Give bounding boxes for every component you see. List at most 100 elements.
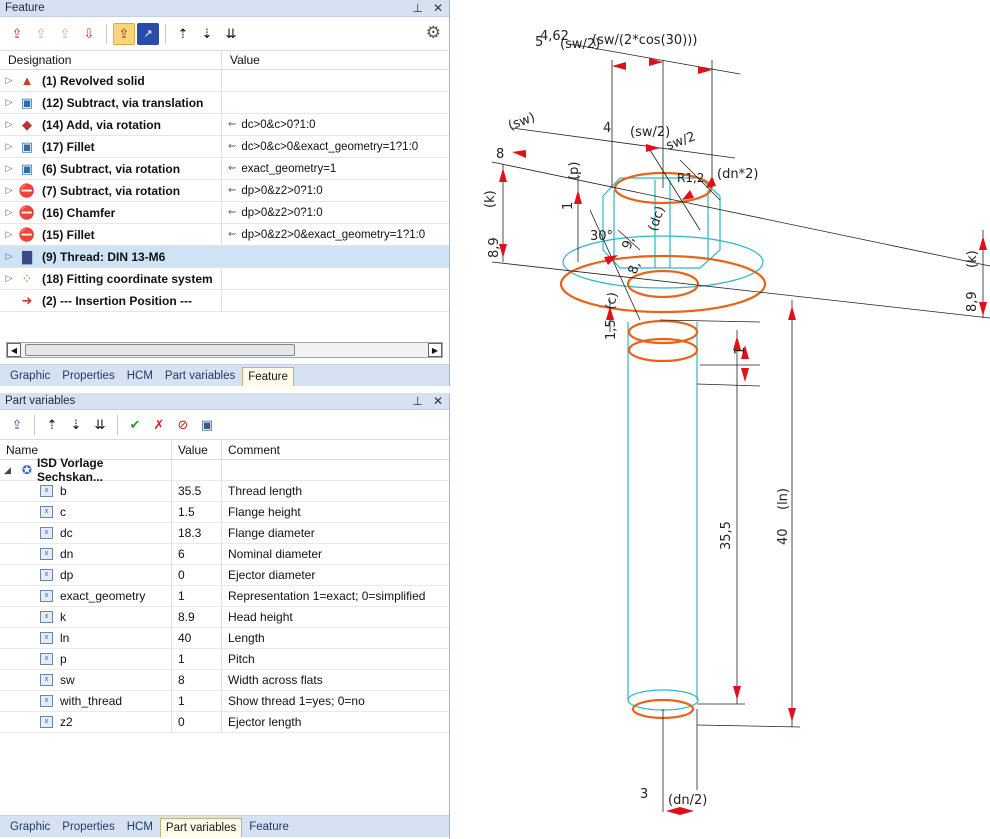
sort-number-icon[interactable]: ⇣ xyxy=(70,416,82,432)
feature-row[interactable]: ➜(2) --- Insertion Position --- xyxy=(0,290,449,312)
feature-row[interactable]: ▷◆(14) Add, via rotation⇜dc>0&c>0?1:0 xyxy=(0,114,449,136)
variable-comment[interactable]: Flange height xyxy=(228,505,301,519)
tab-hcm[interactable]: HCM xyxy=(126,370,153,382)
scroll-left-icon[interactable]: ◀ xyxy=(7,343,21,357)
technical-drawing[interactable]: 4,62 (sw/(2*cos(30))) 5 (sw/2) (sw) 4 (s… xyxy=(451,0,990,839)
variable-value[interactable]: 1 xyxy=(178,652,185,666)
feature-row[interactable]: ▷⛔(15) Fillet⇜dp>0&z2>0&exact_geometry=1… xyxy=(0,224,449,246)
tab-part-variables[interactable]: Part variables xyxy=(164,370,236,382)
sort-down-icon[interactable]: ⇊ xyxy=(94,416,106,432)
variable-value[interactable]: 8 xyxy=(178,673,185,687)
variable-value[interactable]: 40 xyxy=(178,631,192,645)
feature-recalc-icon[interactable]: ⇪ xyxy=(113,22,135,45)
feature-export-icon[interactable]: ⇪ xyxy=(11,25,23,41)
variable-value[interactable]: 8.9 xyxy=(178,610,195,624)
sort-up-icon[interactable]: ⇡ xyxy=(46,416,58,432)
feature-export-disabled-icon-2[interactable]: ⇪ xyxy=(59,25,71,41)
close-icon[interactable]: ✕ xyxy=(432,394,443,408)
variable-comment[interactable]: Flange diameter xyxy=(228,526,315,540)
pin-icon[interactable]: ⊥ xyxy=(412,394,423,408)
tab-hcm[interactable]: HCM xyxy=(126,821,153,833)
variable-comment[interactable]: Nominal diameter xyxy=(228,547,323,561)
expand-icon[interactable]: ▷ xyxy=(5,207,13,217)
feature-row[interactable]: ▷▣(12) Subtract, via translation xyxy=(0,92,449,114)
value-header[interactable]: Value xyxy=(172,440,222,459)
expand-icon[interactable]: ▷ xyxy=(5,273,13,283)
variable-comment[interactable]: Pitch xyxy=(228,652,255,666)
tab-part-variables[interactable]: Part variables xyxy=(159,818,243,837)
delete-variable-icon[interactable]: ✗ xyxy=(153,416,165,432)
designation-header[interactable]: Designation xyxy=(0,51,222,69)
sort-number-icon[interactable]: ⇣ xyxy=(201,25,213,41)
feature-row[interactable]: ▷⁘(18) Fitting coordinate system xyxy=(0,268,449,290)
feature-row[interactable]: ▷⛔(16) Chamfer⇜dp>0&z2>0?1:0 xyxy=(0,202,449,224)
name-header[interactable]: Name xyxy=(0,440,172,459)
variable-comment[interactable]: Length xyxy=(228,631,265,645)
variable-comment[interactable]: Width across flats xyxy=(228,673,323,687)
variable-comment[interactable]: Representation 1=exact; 0=simplified xyxy=(228,589,426,603)
expand-icon[interactable]: ▷ xyxy=(5,185,13,195)
variable-value[interactable]: 35.5 xyxy=(178,484,202,498)
close-icon[interactable]: ✕ xyxy=(432,1,443,15)
horizontal-scrollbar[interactable]: ◀ ▶ xyxy=(6,342,443,358)
variable-value[interactable]: 6 xyxy=(178,547,185,561)
variable-value[interactable]: 1 xyxy=(178,589,185,603)
variable-value[interactable]: 0 xyxy=(178,568,185,582)
tab-properties[interactable]: Properties xyxy=(62,370,115,382)
tab-feature[interactable]: Feature xyxy=(249,821,289,833)
expand-icon[interactable]: ▷ xyxy=(5,141,13,151)
feature-export-disabled-icon[interactable]: ⇪ xyxy=(35,25,47,41)
pv-recalc-icon[interactable]: ⇪ xyxy=(11,416,23,432)
sort-down-icon[interactable]: ⇊ xyxy=(225,25,237,41)
tab-properties[interactable]: Properties xyxy=(62,821,115,833)
feature-row[interactable]: ▷▇(9) Thread: DIN 13-M6 xyxy=(0,246,449,268)
collapse-icon[interactable]: ◢ xyxy=(4,464,11,475)
scroll-right-icon[interactable]: ▶ xyxy=(428,343,442,357)
variable-value[interactable]: 1.5 xyxy=(178,505,195,519)
feature-row[interactable]: ▷▣(17) Fillet⇜dc>0&c>0&exact_geometry=1?… xyxy=(0,136,449,158)
feature-row[interactable]: ▷▲(1) Revolved solid xyxy=(0,70,449,92)
expand-icon[interactable]: ▷ xyxy=(5,229,13,239)
variable-comment[interactable]: Ejector diameter xyxy=(228,568,316,582)
gear-icon[interactable]: ⚙ xyxy=(425,23,441,42)
feature-row[interactable]: ▷⛔(7) Subtract, via rotation⇜dp>0&z2>0?1… xyxy=(0,180,449,202)
sort-up-icon[interactable]: ⇡ xyxy=(177,25,189,41)
check-icon[interactable]: ✔ xyxy=(129,416,141,432)
variable-value[interactable]: 1 xyxy=(178,694,185,708)
feature-import-icon[interactable]: ⇩ xyxy=(83,25,95,41)
formula-icon[interactable]: ▣ xyxy=(200,416,214,432)
strike-variable-icon[interactable]: ⊘ xyxy=(177,416,189,432)
value-header[interactable]: Value xyxy=(230,53,260,67)
tree-root-row[interactable]: ◢ ✪ ISD Vorlage Sechskan... xyxy=(0,456,449,484)
variable-comment[interactable]: Ejector length xyxy=(228,715,302,729)
variable-comment[interactable]: Show thread 1=yes; 0=no xyxy=(228,694,365,708)
variable-value[interactable]: 0 xyxy=(178,715,185,729)
variable-comment[interactable]: Head height xyxy=(228,610,293,624)
tab-graphic[interactable]: Graphic xyxy=(10,821,51,833)
comment-header[interactable]: Comment xyxy=(228,443,281,457)
pin-icon[interactable]: ⊥ xyxy=(412,1,423,15)
expand-icon[interactable]: ▷ xyxy=(5,163,13,173)
scrollbar-thumb[interactable] xyxy=(25,344,295,356)
expand-icon[interactable]: ▷ xyxy=(5,119,13,129)
expand-icon[interactable]: ▷ xyxy=(5,251,13,261)
feature-jump-icon[interactable]: ↗ xyxy=(137,22,159,45)
feature-row[interactable]: ▷▣(6) Subtract, via rotation⇜exact_geome… xyxy=(0,158,449,180)
expand-icon[interactable]: ▷ xyxy=(5,97,13,107)
tab-graphic[interactable]: Graphic xyxy=(10,370,51,382)
variable-value[interactable]: 18.3 xyxy=(178,526,202,540)
expand-icon[interactable]: ▷ xyxy=(5,75,13,85)
variable-comment[interactable]: Thread length xyxy=(228,484,303,498)
